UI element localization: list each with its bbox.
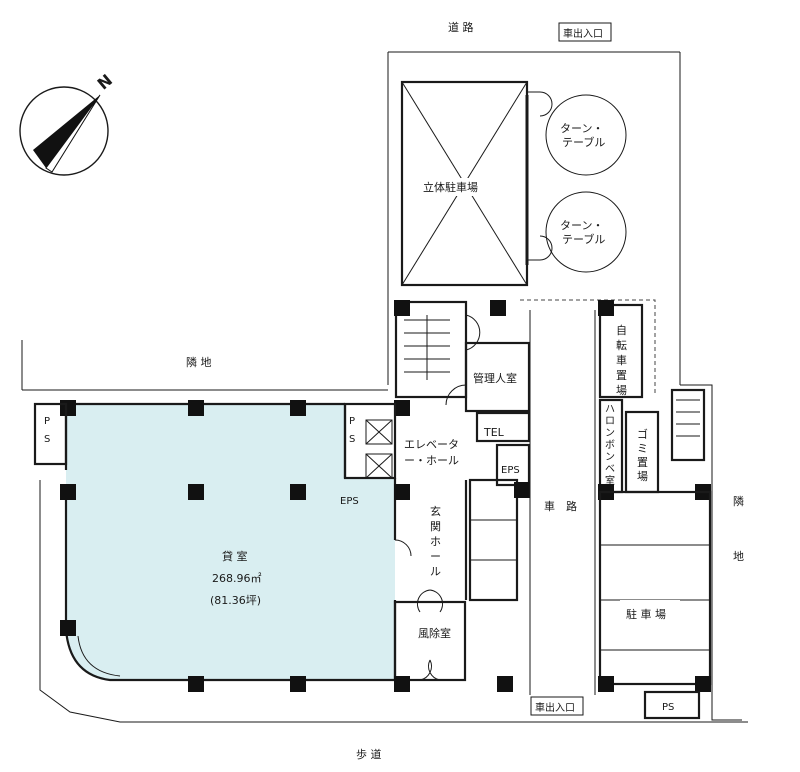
multistory-parking: 立体駐車場 [400, 80, 553, 287]
entrance-hall-c3: ホ [430, 535, 441, 548]
garbage-c3: 置 [637, 456, 648, 469]
turntable-1: ターン・ テーブル [545, 94, 627, 176]
halon-c4: ボ [605, 439, 615, 451]
bicycle-c5: 場 [616, 384, 627, 397]
bicycle-c3: 車 [616, 353, 627, 367]
halon-c5: ン [605, 452, 615, 463]
turntable-2-label-2: テーブル [562, 232, 605, 246]
entrance-hall: 玄 関 ホ ー ル [394, 478, 530, 602]
elevator-hall: P S エレベータ ー・ホール [343, 402, 459, 480]
car-gate-top-label: 車出入口 [563, 27, 603, 40]
ps-mid-s: S [349, 434, 355, 445]
bicycle-c1: 自 [616, 324, 627, 337]
multistory-parking-label: 立体駐車場 [423, 180, 478, 194]
bicycle-c4: 置 [616, 369, 627, 382]
windbreak-room: 風除室 [393, 589, 513, 692]
north-label: N [94, 70, 116, 93]
halon-c6: ベ [605, 463, 615, 475]
rental-room: 貸 室 268.96㎡ (81.36坪) [60, 400, 397, 692]
elevator-hall-label-1: エレベータ [404, 438, 459, 451]
rental-room-label: 貸 室 [222, 549, 248, 563]
bicycle-c2: 転 [616, 339, 627, 352]
turntable-1-label-2: テーブル [562, 135, 605, 149]
halon-room: ハ ロ ン ボ ン ベ 室 [598, 398, 624, 494]
rental-area-tsubo: (81.36坪) [210, 594, 261, 607]
ps-mid-p: P [349, 416, 355, 427]
neighbor-right-1: 隣 [733, 494, 744, 508]
halon-c2: ロ [605, 416, 615, 427]
eps-right-label: EPS [501, 465, 520, 476]
driveway: 車 路 [520, 299, 656, 695]
entrance-hall-c5: ル [430, 565, 441, 578]
neighbor-left-label: 隣 地 [186, 355, 212, 369]
entrance-hall-c2: 関 [430, 520, 441, 533]
driveway-c1: 車 [544, 499, 555, 513]
ps-left: P S [33, 402, 68, 466]
garbage-c2: ミ [637, 442, 648, 455]
entrance-hall-c4: ー [430, 550, 441, 563]
garbage-c4: 場 [637, 470, 648, 483]
turntable-1-label-1: ターン・ [560, 122, 603, 135]
turntable-2: ターン・ テーブル [545, 191, 627, 273]
driveway-c2: 路 [566, 500, 577, 513]
ps-bottom-label: PS [662, 702, 674, 713]
manager-room: 管理人室 [445, 341, 531, 413]
elevator-hall-label-2: ー・ホール [404, 454, 459, 467]
parking-area: 駐 車 場 [598, 490, 712, 692]
eps-left-label: EPS [340, 496, 359, 507]
site-boundaries [21, 51, 748, 723]
halon-c3: ン [605, 428, 615, 439]
bicycle-parking: 自 転 車 置 場 [598, 300, 644, 399]
road-top-label: 道 路 [448, 20, 474, 34]
manager-room-label: 管理人室 [473, 371, 517, 385]
car-gate-bottom-label: 車出入口 [535, 701, 575, 714]
rental-area-m2: 268.96㎡ [212, 572, 262, 585]
sidewalk-label: 歩 道 [356, 747, 382, 761]
car-gate-top-box [558, 22, 612, 42]
halon-c1: ハ [605, 404, 615, 415]
tel-label: TEL [483, 426, 505, 439]
car-gate-bottom-box [530, 696, 584, 716]
turntable-2-label-1: ターン・ [560, 219, 603, 232]
north-compass: N [19, 70, 116, 176]
ps-bottom: PS [643, 690, 701, 720]
parking-label: 駐 車 場 [626, 607, 666, 621]
windbreak-room-label: 風除室 [418, 626, 451, 640]
stair-core [394, 300, 506, 416]
neighbor-right-2: 地 [733, 550, 744, 563]
halon-c7: 室 [605, 474, 615, 487]
entrance-hall-c1: 玄 [430, 504, 441, 518]
ps-left-p: P [44, 416, 50, 427]
garbage-c1: ゴ [637, 427, 648, 441]
tel-eps: TEL EPS EPS [340, 411, 531, 507]
ps-left-s: S [44, 434, 50, 445]
